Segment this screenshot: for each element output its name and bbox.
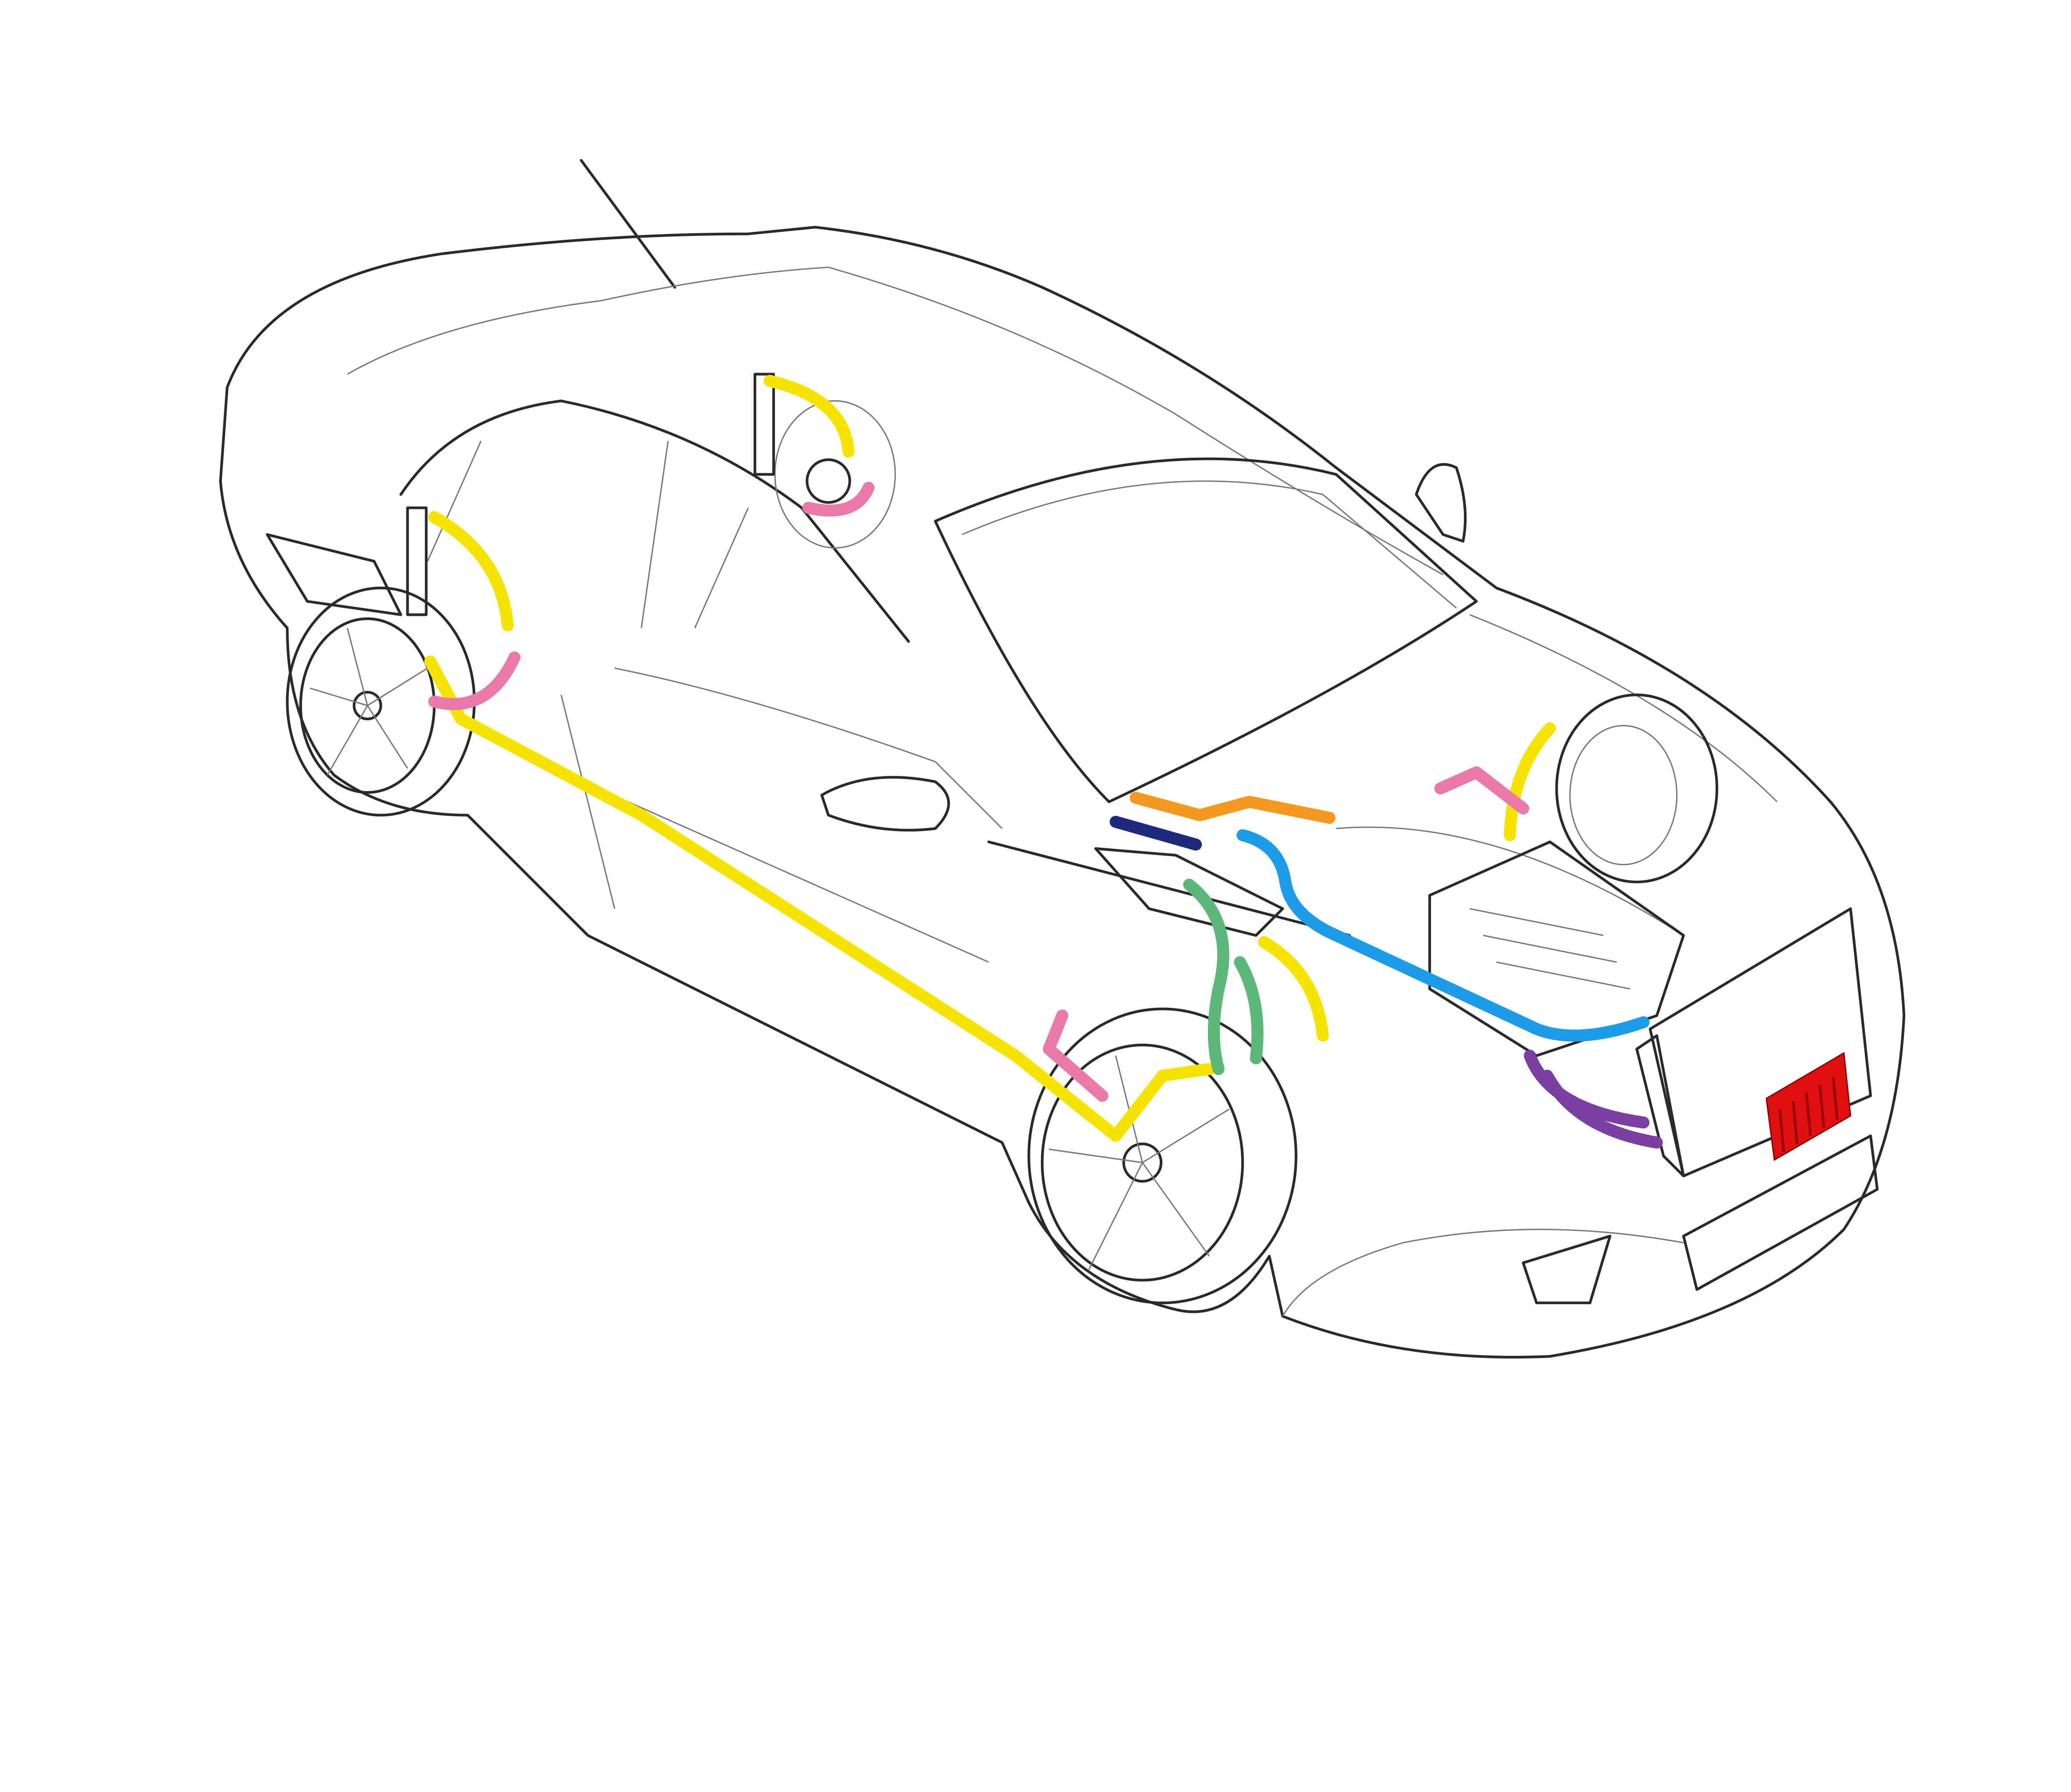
hoses bbox=[424, 375, 1851, 1161]
hose-pink-rear-right bbox=[802, 482, 875, 517]
hose-purple-2 bbox=[1541, 1070, 1663, 1149]
hose-navy bbox=[1109, 816, 1202, 851]
rear-left-shock bbox=[406, 506, 428, 616]
hose-pink-front-right bbox=[1434, 766, 1529, 815]
hose-green-1 bbox=[1183, 878, 1229, 1075]
antenna bbox=[580, 159, 676, 289]
hose-orange bbox=[1130, 792, 1336, 824]
hose-yellow-front-left bbox=[1258, 936, 1329, 1042]
hose-yellow-rear-right bbox=[764, 375, 855, 458]
front-right-wheel bbox=[1555, 693, 1719, 884]
red-component bbox=[1766, 1052, 1851, 1161]
rear-right-shock bbox=[753, 373, 775, 476]
hose-green-2 bbox=[1234, 956, 1264, 1065]
hose-yellow-front-right bbox=[1503, 722, 1556, 842]
radiator bbox=[1648, 907, 1872, 1177]
car-body-outline bbox=[219, 159, 1905, 1359]
hose-yellow-main-line bbox=[424, 655, 1215, 1142]
hose-pink-rear-left bbox=[428, 651, 521, 710]
hose-pink-front-left bbox=[1043, 1010, 1108, 1102]
hose-yellow-rear-left bbox=[428, 511, 514, 632]
hose-blue bbox=[1236, 829, 1650, 1042]
